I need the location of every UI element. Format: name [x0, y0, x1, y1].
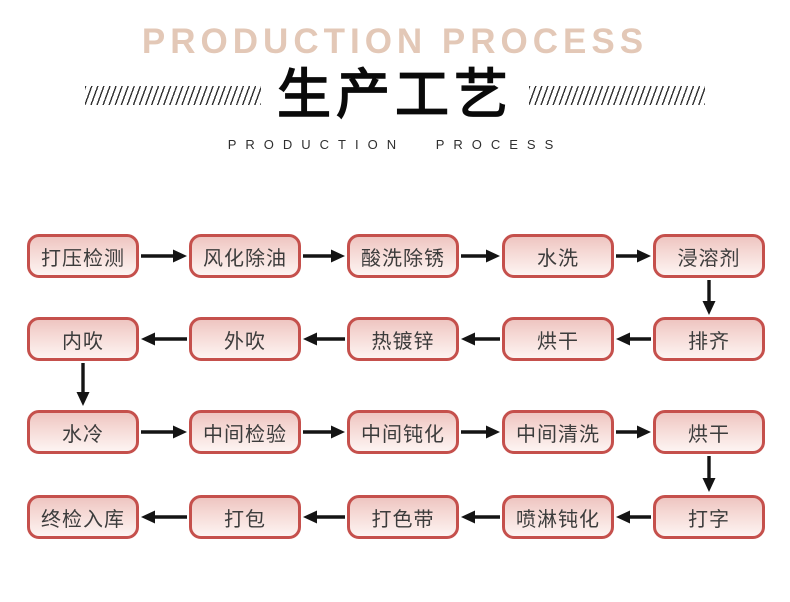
flow-node: 打色带: [347, 495, 459, 539]
flow-node: 中间钝化: [347, 410, 459, 454]
flow-node: 中间清洗: [502, 410, 614, 454]
hatch-right-decoration: [529, 85, 705, 105]
header-subtitle: PRODUCTION PROCESS: [227, 137, 563, 152]
flow-node: 内吹: [27, 317, 139, 361]
flow-node: 打压检测: [27, 234, 139, 278]
flow-node: 中间检验: [189, 410, 301, 454]
flow-node: 喷淋钝化: [502, 495, 614, 539]
header-title-row: 生产工艺: [0, 64, 790, 126]
flow-node: 风化除油: [189, 234, 301, 278]
flow-node: 烘干: [502, 317, 614, 361]
page-title: 生产工艺: [277, 65, 513, 125]
hatch-left-decoration: [85, 85, 261, 105]
flow-node: 打字: [653, 495, 765, 539]
flow-node: 水冷: [27, 410, 139, 454]
flow-node: 排齐: [653, 317, 765, 361]
flow-node: 打包: [189, 495, 301, 539]
header-background-title: PRODUCTION PROCESS: [141, 22, 649, 61]
flow-node: 外吹: [189, 317, 301, 361]
flow-node: 烘干: [653, 410, 765, 454]
flow-node: 热镀锌: [347, 317, 459, 361]
flow-node: 酸洗除锈: [347, 234, 459, 278]
flow-node: 浸溶剂: [653, 234, 765, 278]
flow-node: 终检入库: [27, 495, 139, 539]
flow-node: 水洗: [502, 234, 614, 278]
